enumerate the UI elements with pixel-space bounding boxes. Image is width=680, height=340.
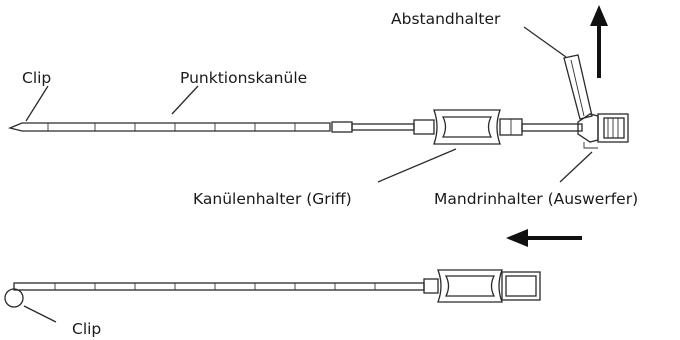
top-needle-assembly: [7, 5, 629, 149]
top-stylet-holder: [577, 113, 629, 149]
label-handle: Kanülenhalter (Griff): [193, 190, 352, 208]
label-needle: Punktionskanüle: [180, 69, 307, 87]
top-spacer: [563, 54, 593, 120]
top-handle: [413, 109, 523, 145]
label-clip-bottom: Clip: [72, 320, 101, 338]
top-needle-shaft: [7, 121, 415, 133]
bottom-needle-assembly: [4, 229, 582, 308]
label-spacer: Abstandhalter: [391, 10, 501, 28]
top-stylet-rod: [521, 123, 583, 132]
label-stylet-holder: Mandrinhalter (Auswerfer): [434, 190, 638, 208]
arrow-left-icon: [506, 229, 582, 247]
bottom-handle: [423, 269, 541, 303]
label-clip-top: Clip: [22, 69, 51, 87]
leader-lines: [23, 26, 593, 323]
bottom-needle-shaft: [13, 282, 425, 291]
bottom-clip: [4, 288, 24, 308]
arrow-up-icon: [590, 5, 608, 78]
